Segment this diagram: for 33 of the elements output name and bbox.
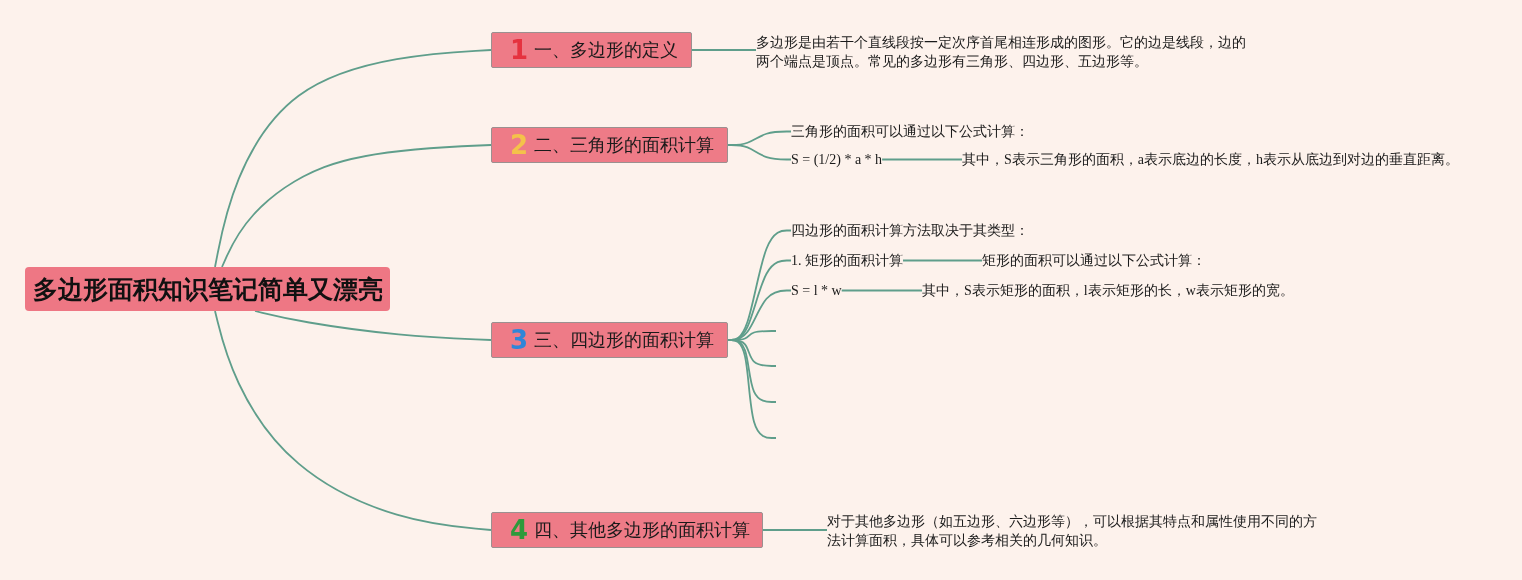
note-text: 三角形的面积可以通过以下公式计算： — [791, 122, 1029, 141]
subtopic-text: 1. 矩形的面积计算 — [791, 251, 903, 270]
number-marker: 4 — [510, 515, 529, 545]
central-topic-box — [25, 267, 390, 311]
branch-line — [902, 259, 983, 262]
topic-title: 三、四边形的面积计算 — [534, 328, 715, 352]
topic-box — [491, 127, 728, 163]
note-text: 矩形的面积可以通过以下公式计算： — [982, 251, 1206, 270]
topic-box — [491, 322, 728, 358]
topic-box — [491, 32, 692, 68]
topic-title: 四、其他多边形的面积计算 — [534, 518, 751, 542]
number-marker: 2 — [510, 130, 529, 160]
central-topic-title: 多边形面积知识笔记简单又漂亮 — [32, 273, 383, 306]
number-marker: 3 — [510, 325, 529, 355]
definition-text: 多边形是由若干个直线段按一定次序首尾相连形成的图形。它的边是线段，边的两个端点是顶点。常见的多边形有三角形、四边形、五边形等。 — [756, 33, 1250, 71]
branch-line — [254, 310, 492, 341]
note-text: 其中，S表示矩形的面积，l表示矩形的长，w表示矩形的宽。 — [922, 281, 1294, 300]
branch-line — [691, 49, 757, 51]
formula-text: S = l * w — [791, 281, 842, 300]
branch-line — [881, 158, 963, 161]
topic-box — [491, 512, 763, 548]
topic-title: 二、三角形的面积计算 — [534, 133, 715, 157]
branch-line — [840, 289, 923, 292]
note-text: 其中，S表示三角形的面积，a表示底边的长度，h表示从底边到对边的垂直距离。 — [962, 150, 1459, 169]
branch-line — [221, 144, 492, 268]
topic-title: 一、多边形的定义 — [534, 38, 679, 62]
branch-line — [214, 310, 492, 531]
number-marker: 1 — [510, 35, 529, 65]
note-text: 四边形的面积计算方法取决于其类型： — [791, 221, 1029, 240]
branch-line — [762, 529, 828, 531]
formula-text: S = (1/2) * a * h — [791, 150, 883, 169]
branch-line — [214, 49, 492, 268]
note-text: 对于其他多边形（如五边形、六边形等），可以根据其特点和属性使用不同的方法计算面积，具体可以参考相关的几何知识。 — [827, 512, 1321, 550]
